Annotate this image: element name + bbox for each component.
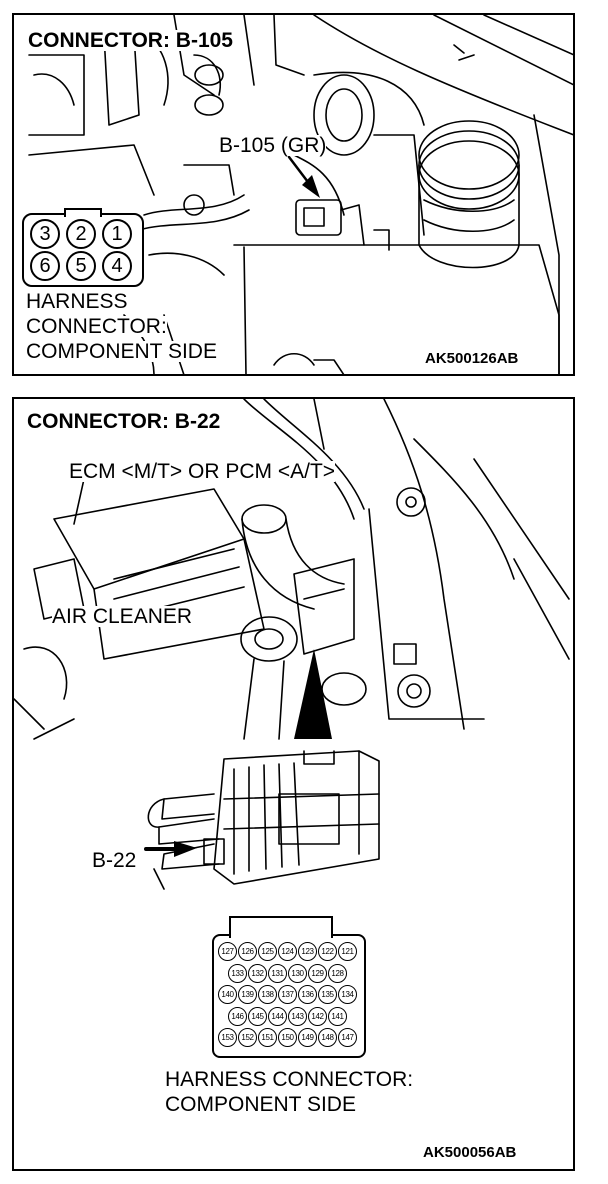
connector-pin: 134: [338, 985, 357, 1004]
connector-pin: 150: [278, 1028, 297, 1047]
connector-pin: 133: [228, 963, 247, 983]
connector-pin: 4: [102, 251, 132, 281]
connector-pin: 152: [238, 1028, 257, 1047]
connector-pin: 136: [298, 985, 317, 1004]
connector-pin: 141: [328, 1006, 347, 1026]
harness-label-line-1: HARNESS: [26, 290, 128, 313]
figure-code: AK500056AB: [423, 1144, 517, 1161]
engine-bay-illustration-b22: [14, 399, 570, 890]
connector-pin: 5: [66, 251, 96, 281]
connector-pin: 139: [238, 985, 257, 1004]
connector-pin: 128: [328, 963, 347, 983]
connector-pin: 125: [258, 942, 277, 961]
connector-pin: 153: [218, 1028, 237, 1047]
connector-pin: 130: [288, 963, 307, 983]
connector-pin: 145: [248, 1006, 267, 1026]
harness-label-line-2: CONNECTOR:: [26, 315, 167, 338]
b22-callout-label: B-22: [92, 849, 137, 872]
connector-pin: 138: [258, 985, 277, 1004]
harness-label-line-2: COMPONENT SIDE: [165, 1093, 356, 1116]
connector-pin: 143: [288, 1006, 307, 1026]
connector-pin: 142: [308, 1006, 327, 1026]
connector-pin: 147: [338, 1028, 357, 1047]
connector-key-tab: [229, 916, 333, 938]
connector-b22-panel: CONNECTOR: B-22 ECM <M/T> OR PCM <A/T> A…: [12, 397, 575, 1171]
connector-pin: 148: [318, 1028, 337, 1047]
harness-label-line-3: COMPONENT SIDE: [26, 340, 217, 363]
connector-pin: 140: [218, 985, 237, 1004]
ecm-unit-drawing: [147, 750, 380, 890]
connector-pin: 127: [218, 942, 237, 961]
harness-label-line-1: HARNESS CONNECTOR:: [165, 1068, 414, 1091]
connector-key-tab: [64, 208, 102, 217]
connector-pin: 132: [248, 963, 267, 983]
connector-pin: 149: [298, 1028, 317, 1047]
connector-pin: 6: [30, 251, 60, 281]
connector-pin: 124: [278, 942, 297, 961]
panel-title: CONNECTOR: B-22: [27, 410, 221, 433]
connector-pin: 151: [258, 1028, 277, 1047]
connector-pin: 126: [238, 942, 257, 961]
ecm-callout-label: ECM <M/T> OR PCM <A/T>: [69, 460, 336, 483]
engine-bay-illustration-b105: [28, 15, 573, 374]
connector-pin: 3: [30, 219, 60, 249]
connector-pin: 131: [268, 963, 287, 983]
connector-pin: 122: [318, 942, 337, 961]
connector-pin: 121: [338, 942, 357, 961]
connector-pin: 123: [298, 942, 317, 961]
connector-pin: 137: [278, 985, 297, 1004]
connector-pin: 135: [318, 985, 337, 1004]
connector-pin: 146: [228, 1006, 247, 1026]
connector-pin: 144: [268, 1006, 287, 1026]
panel-title: CONNECTOR: B-105: [28, 29, 233, 52]
air-cleaner-callout-label: AIR CLEANER: [52, 605, 193, 628]
connector-pin: 2: [66, 219, 96, 249]
connector-pin: 1: [102, 219, 132, 249]
connector-pin: 129: [308, 963, 327, 983]
connector-callout-label: B-105 (GR): [219, 134, 327, 157]
figure-code: AK500126AB: [425, 350, 519, 367]
